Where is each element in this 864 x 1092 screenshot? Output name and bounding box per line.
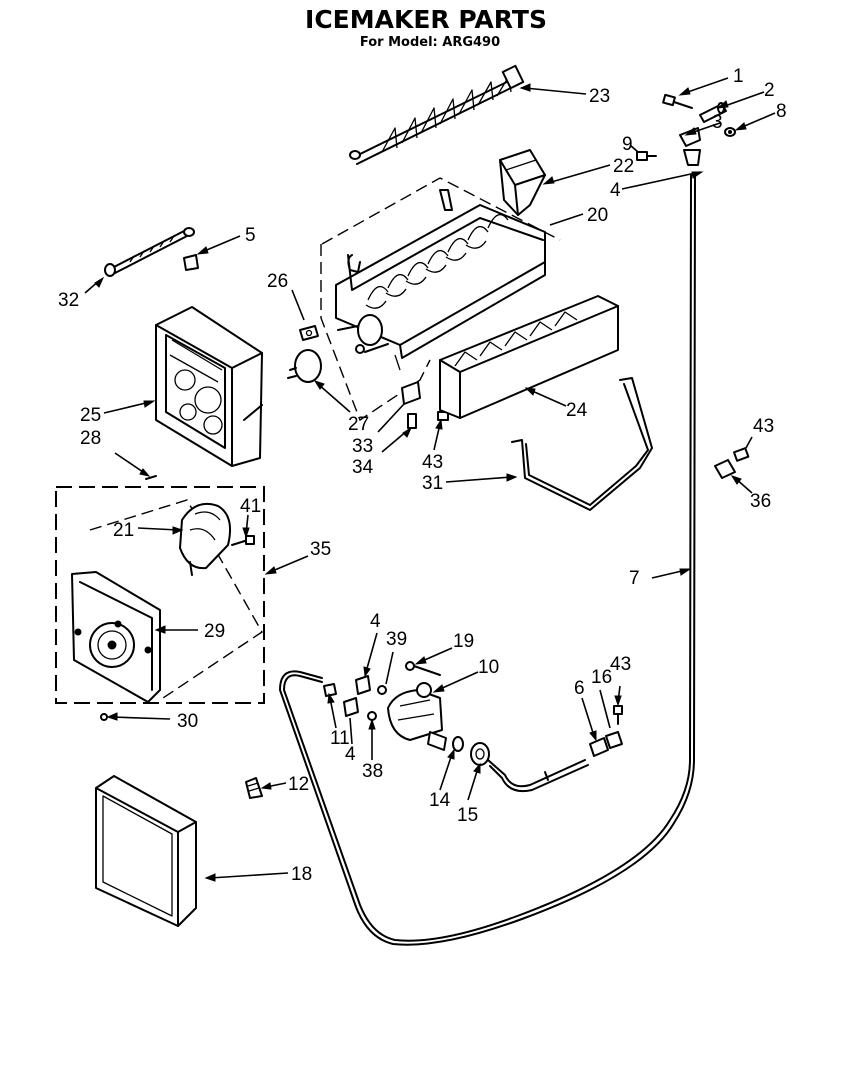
callout-38: 38 [362,761,383,782]
callout-23: 23 [589,86,610,107]
callout-6: 6 [574,678,585,699]
callout-43-inlet: 43 [610,654,631,675]
fitting-part-4-lower [343,697,359,717]
control-housing-part-25 [155,306,263,467]
leader-lines [84,77,776,882]
nut-part-11 [323,683,337,697]
callout-28: 28 [80,428,101,449]
callout-1: 1 [733,66,744,87]
callout-7: 7 [629,568,640,589]
module-inner-outline [89,499,263,701]
callout-14: 14 [429,790,451,811]
wire-nut-part-12 [245,777,263,799]
mounting-plate-part-29 [71,571,161,703]
callout-22: 22 [613,156,634,177]
washer-part-14 [452,736,464,752]
callout-27: 27 [348,414,369,435]
callout-26: 26 [267,271,288,292]
callout-16: 16 [591,667,612,688]
callout-labels: 1 2 3 8 9 22 23 4 20 5 32 26 25 28 27 33… [58,66,787,885]
callout-25: 25 [80,405,101,426]
callout-12: 12 [288,774,309,795]
callout-18: 18 [291,864,312,885]
callout-43-mid: 43 [422,452,443,473]
screw-part-41 [231,535,255,546]
callout-9: 9 [622,134,633,155]
callout-34: 34 [352,457,374,478]
callout-3: 3 [712,112,723,133]
callout-10: 10 [478,657,499,678]
screw-part-19 [405,661,441,676]
callout-29: 29 [204,621,225,642]
diagram-subtitle: For Model: ARG490 [360,35,500,50]
icemaker-assembly-outline [320,177,561,422]
panel-part-18 [95,775,197,927]
callout-31: 31 [422,473,443,494]
nut-part-15 [470,742,589,793]
callout-32: 32 [58,290,79,311]
callout-39: 39 [386,629,407,650]
module-box-part-35 [55,486,265,704]
screw-part-28 [145,475,157,480]
callout-2: 2 [764,80,775,101]
callout-24: 24 [566,400,588,421]
bail-arm-part-31 [511,377,653,511]
callout-36: 36 [750,491,771,512]
callout-8: 8 [776,101,787,122]
diagram-title: ICEMAKER PARTS [305,5,547,34]
clip-part-26 [299,325,319,341]
ice-ejector-part-23 [349,64,525,165]
heater-parts-32-5 [104,227,199,277]
callout-41: 41 [240,496,261,517]
callout-4-valve-upper: 4 [370,611,381,632]
icemaker-mold-part-20 [335,189,546,371]
fastener-parts-43-36 [714,447,750,479]
callout-30: 30 [177,711,198,732]
callout-33: 33 [352,436,373,457]
callout-43-right: 43 [753,416,774,437]
chute-part-22 [499,149,546,216]
fitting-parts-6-16-43 [589,705,623,757]
callout-20: 20 [587,205,608,226]
callout-35: 35 [310,539,331,560]
callout-19: 19 [453,631,474,652]
thermostat-part-27 [287,349,322,383]
washer-part-39 [377,685,387,695]
callout-5: 5 [245,225,256,246]
fitting-part-4-upper [355,675,371,695]
callout-4-valve-lower: 4 [345,744,356,765]
water-valve-part-10 [387,682,447,751]
callout-15: 15 [457,805,478,826]
water-tube-part-7 [279,174,696,946]
screw-part-30 [100,713,108,721]
callout-11: 11 [330,728,350,749]
callout-4-top: 4 [610,180,621,201]
callout-21: 21 [113,520,134,541]
ice-tray-part-24 [439,295,619,419]
motor-part-21 [179,502,231,576]
